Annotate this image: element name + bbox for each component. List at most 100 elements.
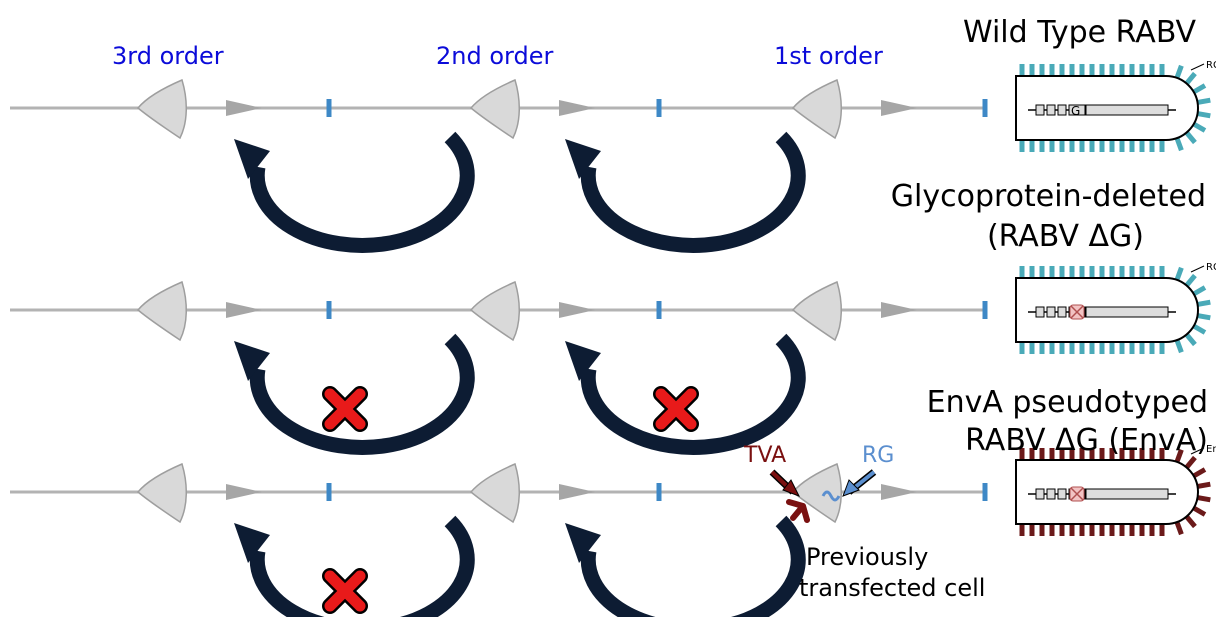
retrograde-arrow-1 [565,515,806,617]
spike [1197,313,1211,321]
deleted-gene-cross [1070,487,1084,501]
tva-receptor [786,499,810,523]
cell-caption-line2: transfected cell [799,574,985,602]
order-label-2nd: 2nd order [436,42,553,70]
neuron-soma [791,462,842,524]
axon-arrowhead [559,302,595,318]
neuron-soma [469,462,520,524]
gene-box [1035,306,1045,318]
spike [1174,137,1184,152]
title-enva-line2: RABV ΔG (EnvA) [965,423,1208,458]
coat-label: RG [1206,262,1216,273]
neuron-1 [469,280,595,342]
spike [1192,467,1207,479]
virion: RG [1015,262,1216,354]
glycoprotein-spikes [1019,448,1211,536]
spike [1192,285,1207,297]
arrow-shaft [580,333,806,455]
gene-box [1057,488,1067,500]
coat-label: EnvA [1206,444,1216,455]
rg-pointer-head [842,479,860,497]
axon-arrowhead [881,484,917,500]
arrow-shaft [580,515,806,617]
rg-squiggle [821,490,841,502]
neuron-soma [136,78,187,140]
virion: EnvA [1015,444,1216,536]
neuron-2 [791,462,917,524]
title-enva-line1: EnvA pseudotyped [927,385,1208,420]
coat-label-leader [1190,63,1205,71]
blocked-x-stroke-b [655,388,697,430]
neuron-soma [791,78,842,140]
spike [1197,481,1211,489]
spike [1174,64,1184,79]
neuron-2 [791,78,917,140]
neuron-1 [469,462,595,524]
deleted-gene-cross [1070,305,1084,319]
spike [1197,299,1211,307]
neuron-0 [136,78,262,140]
spike [1192,323,1207,335]
gene-box [1057,104,1067,116]
spike [1184,514,1197,529]
arrow-head [234,341,270,381]
arrow-head [234,139,270,179]
l-gene-box [1085,104,1169,116]
order-label-1st: 1st order [774,42,883,70]
spike [1197,111,1211,119]
spike [1184,130,1197,145]
g-gene-box [1068,104,1086,116]
spike [1192,505,1207,517]
arrow-shaft [580,131,806,253]
spike [1184,332,1197,347]
l-gene-box [1085,306,1169,318]
blocked-x-icon [653,386,699,432]
arrow-head [565,523,601,563]
neuron-soma [469,78,520,140]
spike [1174,339,1184,354]
transfected-cell-markers [769,469,877,523]
coat-label: RG [1206,60,1216,71]
tva-label: TVA [743,443,786,468]
blocked-x-icon [322,386,368,432]
neuron-soma [791,280,842,342]
axon-arrowhead [559,484,595,500]
spike [1184,455,1197,470]
gene-box [1035,488,1045,500]
arrow-shaft [249,131,475,253]
blocked-x-stroke-b [324,388,366,430]
retrograde-arrow-1 [565,333,806,455]
gene-box [1035,104,1045,116]
axon-arrowhead [559,100,595,116]
arrow-shaft [249,333,475,455]
arrow-shaft [249,515,475,617]
tva-pointer-head [782,479,801,497]
axon-arrowhead [226,484,262,500]
retrograde-arrow-0 [234,131,475,253]
glycoprotein-spikes [1019,266,1211,354]
axon-arrowhead [881,100,917,116]
gene-box [1046,104,1056,116]
spike [1174,521,1184,536]
gene-box [1046,306,1056,318]
retrograde-arrow-0 [234,333,475,455]
arrow-head [565,341,601,381]
neuron-soma [136,462,187,524]
coat-label-leader [1190,447,1205,455]
row-titles: Wild Type RABV Glycoprotein-deleted (RAB… [891,15,1208,458]
row-enva-pseudotyped: EnvA [10,444,1216,617]
spike [1184,71,1197,86]
spike [1192,121,1207,133]
retrograde-arrow-1 [565,131,806,253]
axon-arrowhead [881,302,917,318]
neuron-2 [791,280,917,342]
arrow-head [565,139,601,179]
gene-box [1046,488,1056,500]
neuron-0 [136,462,262,524]
spike [1192,83,1207,95]
neuron-soma [136,280,187,342]
axon-arrowhead [226,302,262,318]
l-gene-box [1085,488,1169,500]
spike [1184,273,1197,288]
